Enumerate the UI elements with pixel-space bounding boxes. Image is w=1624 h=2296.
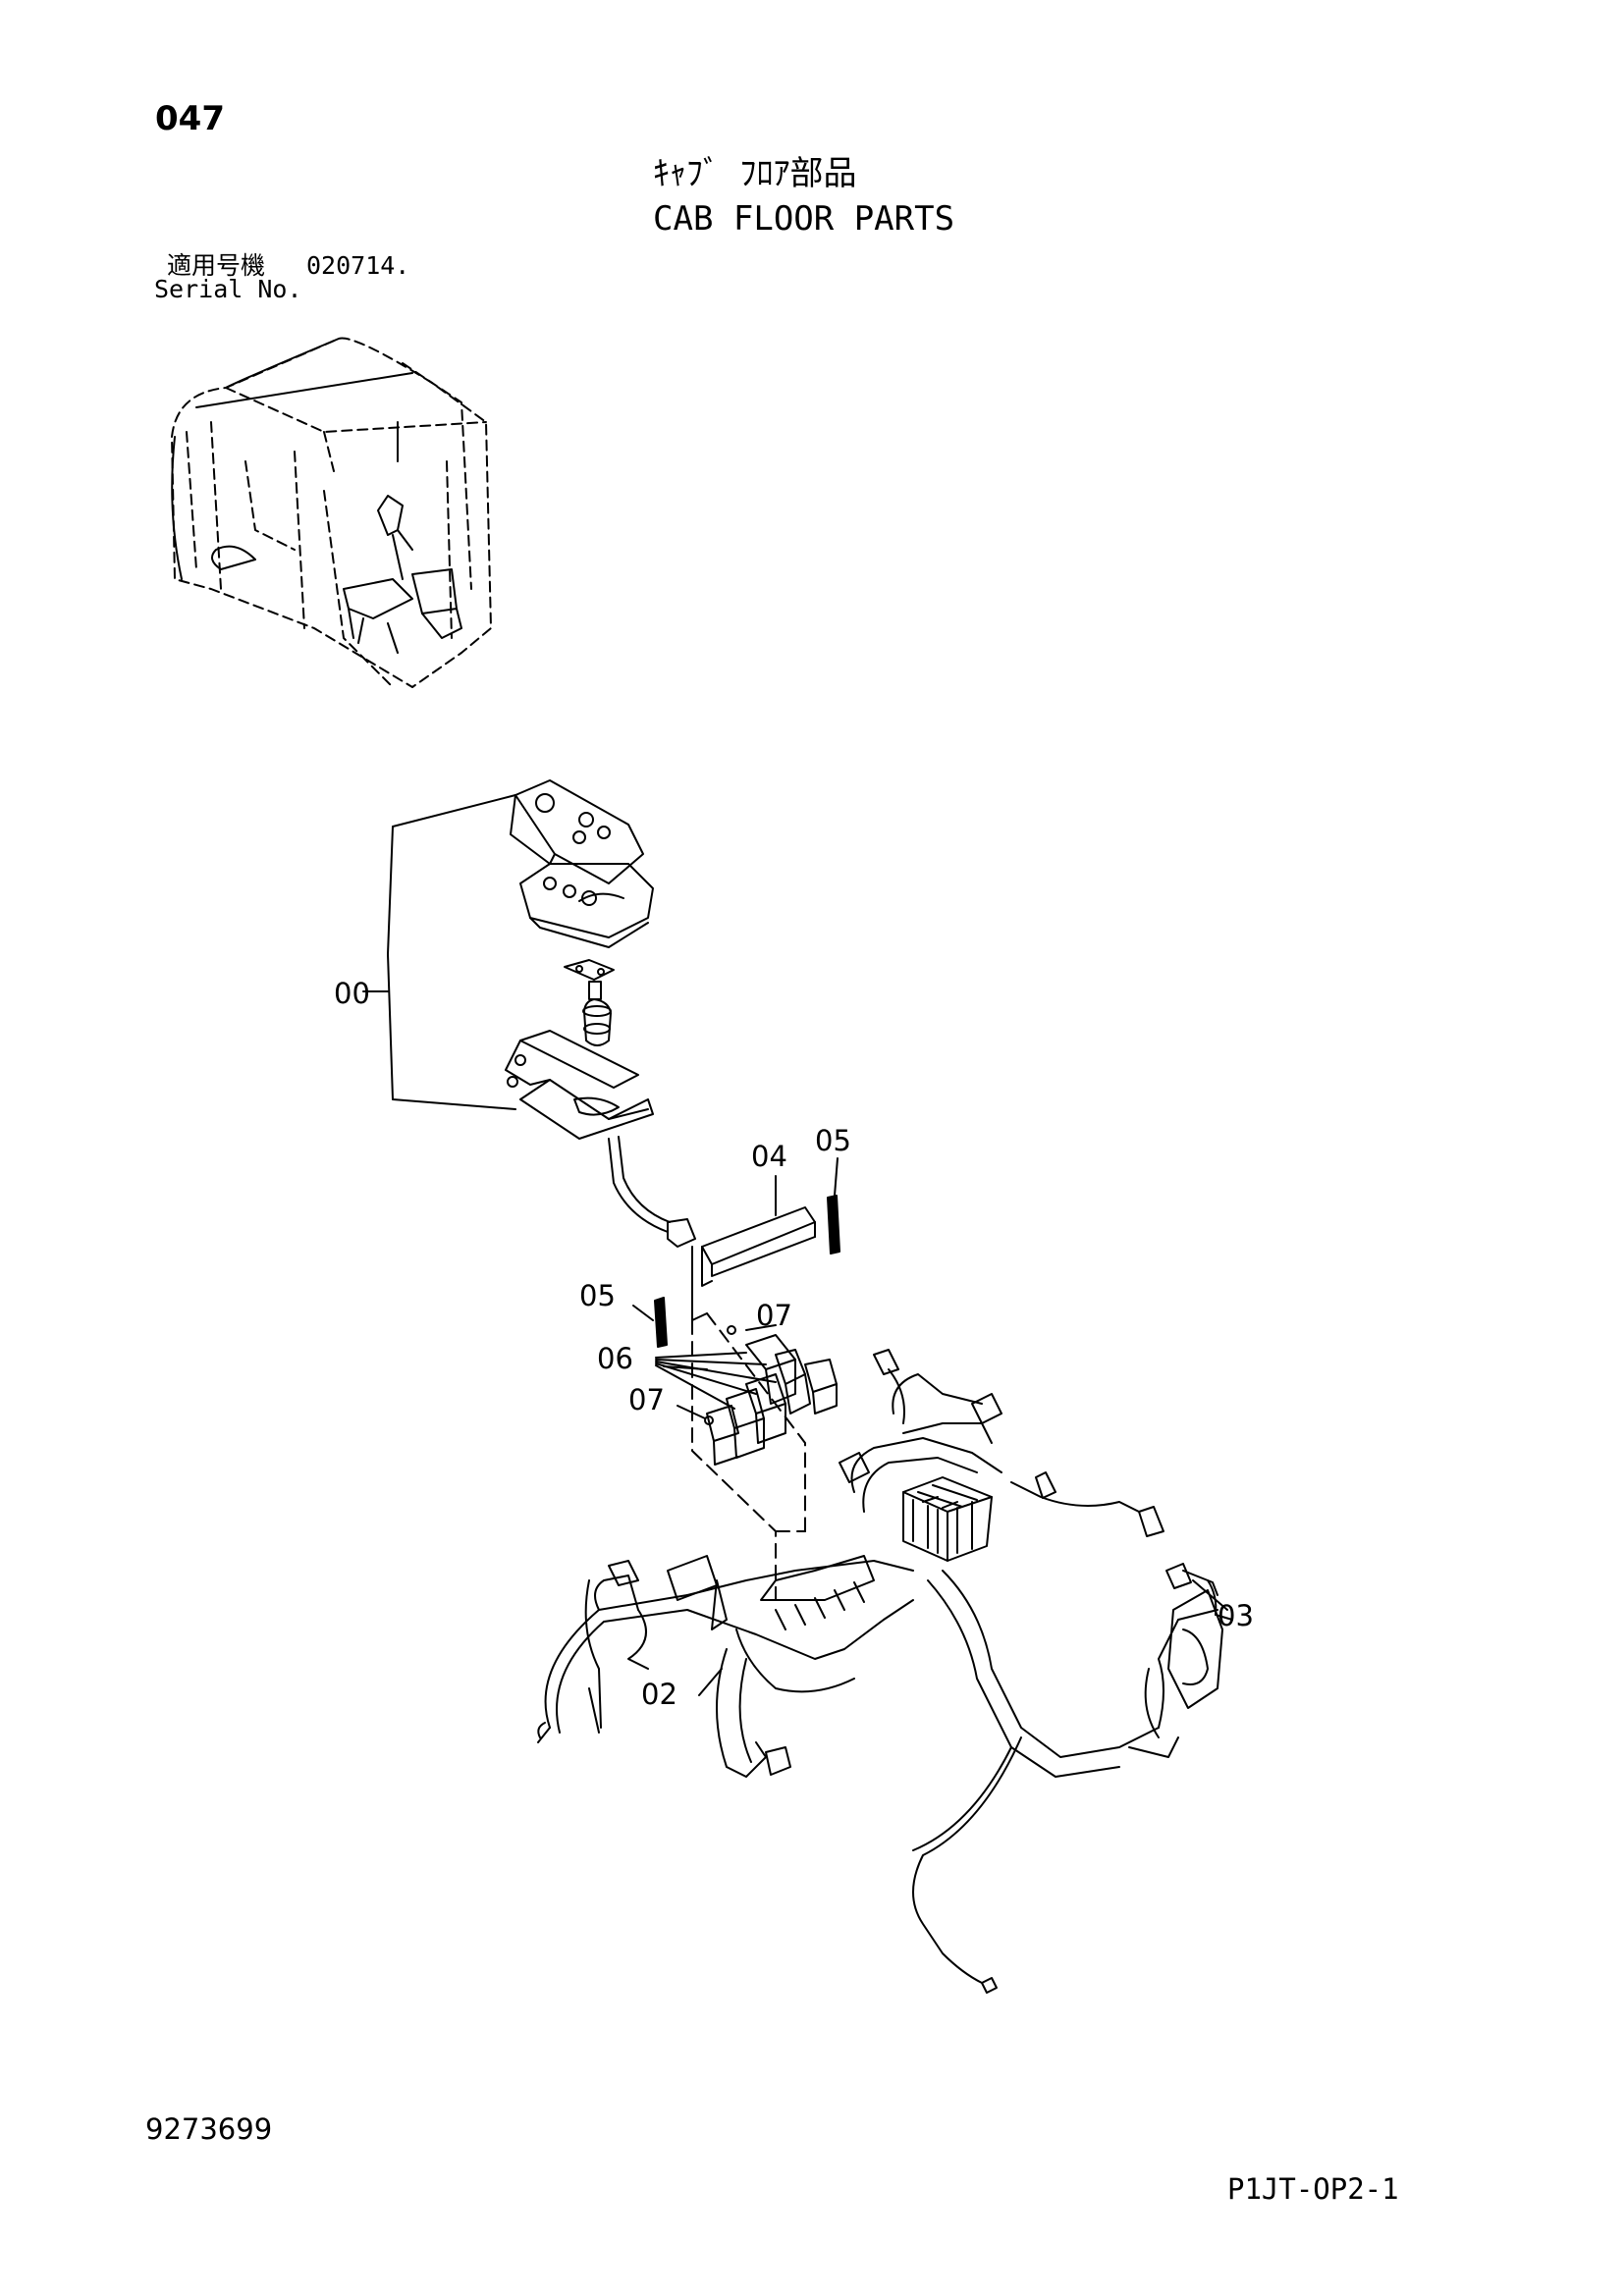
callout-07-lower: 07 xyxy=(628,1383,665,1416)
callout-02: 02 xyxy=(641,1678,677,1711)
callout-03: 03 xyxy=(1218,1599,1254,1632)
callout-07-upper: 07 xyxy=(756,1299,792,1332)
part-00-console-assembly xyxy=(362,779,696,1248)
assembly-guide-lines xyxy=(691,1312,806,1601)
callout-04: 04 xyxy=(751,1140,787,1173)
page-number: 047 xyxy=(155,99,225,138)
callout-06: 06 xyxy=(597,1342,633,1375)
serial-label-english: Serial No. xyxy=(154,275,302,303)
part-02-main-harness xyxy=(537,1349,1223,1994)
callout-05-right: 05 xyxy=(815,1124,851,1157)
title-english: CAB FLOOR PARTS xyxy=(653,199,955,239)
part-04-cover-panel xyxy=(691,1206,816,1321)
callout-00: 00 xyxy=(334,977,370,1010)
part-05-strip-left xyxy=(654,1297,668,1348)
sheet-code: P1JT-OP2-1 xyxy=(1227,2172,1399,2206)
serial-value: 020714. xyxy=(306,251,410,280)
part-06-relays xyxy=(655,1334,838,1466)
title-japanese: ｷｬﾌﾞ ﾌﾛｱ部品 xyxy=(653,154,857,193)
serial-label-japanese: 適用号機 xyxy=(167,251,266,280)
part-03-connector xyxy=(1165,1563,1228,1616)
cab-overview-illustration xyxy=(171,337,492,688)
document-number: 9273699 xyxy=(145,2112,273,2146)
callout-05-left: 05 xyxy=(579,1279,616,1312)
part-05-strip-right xyxy=(827,1195,840,1255)
